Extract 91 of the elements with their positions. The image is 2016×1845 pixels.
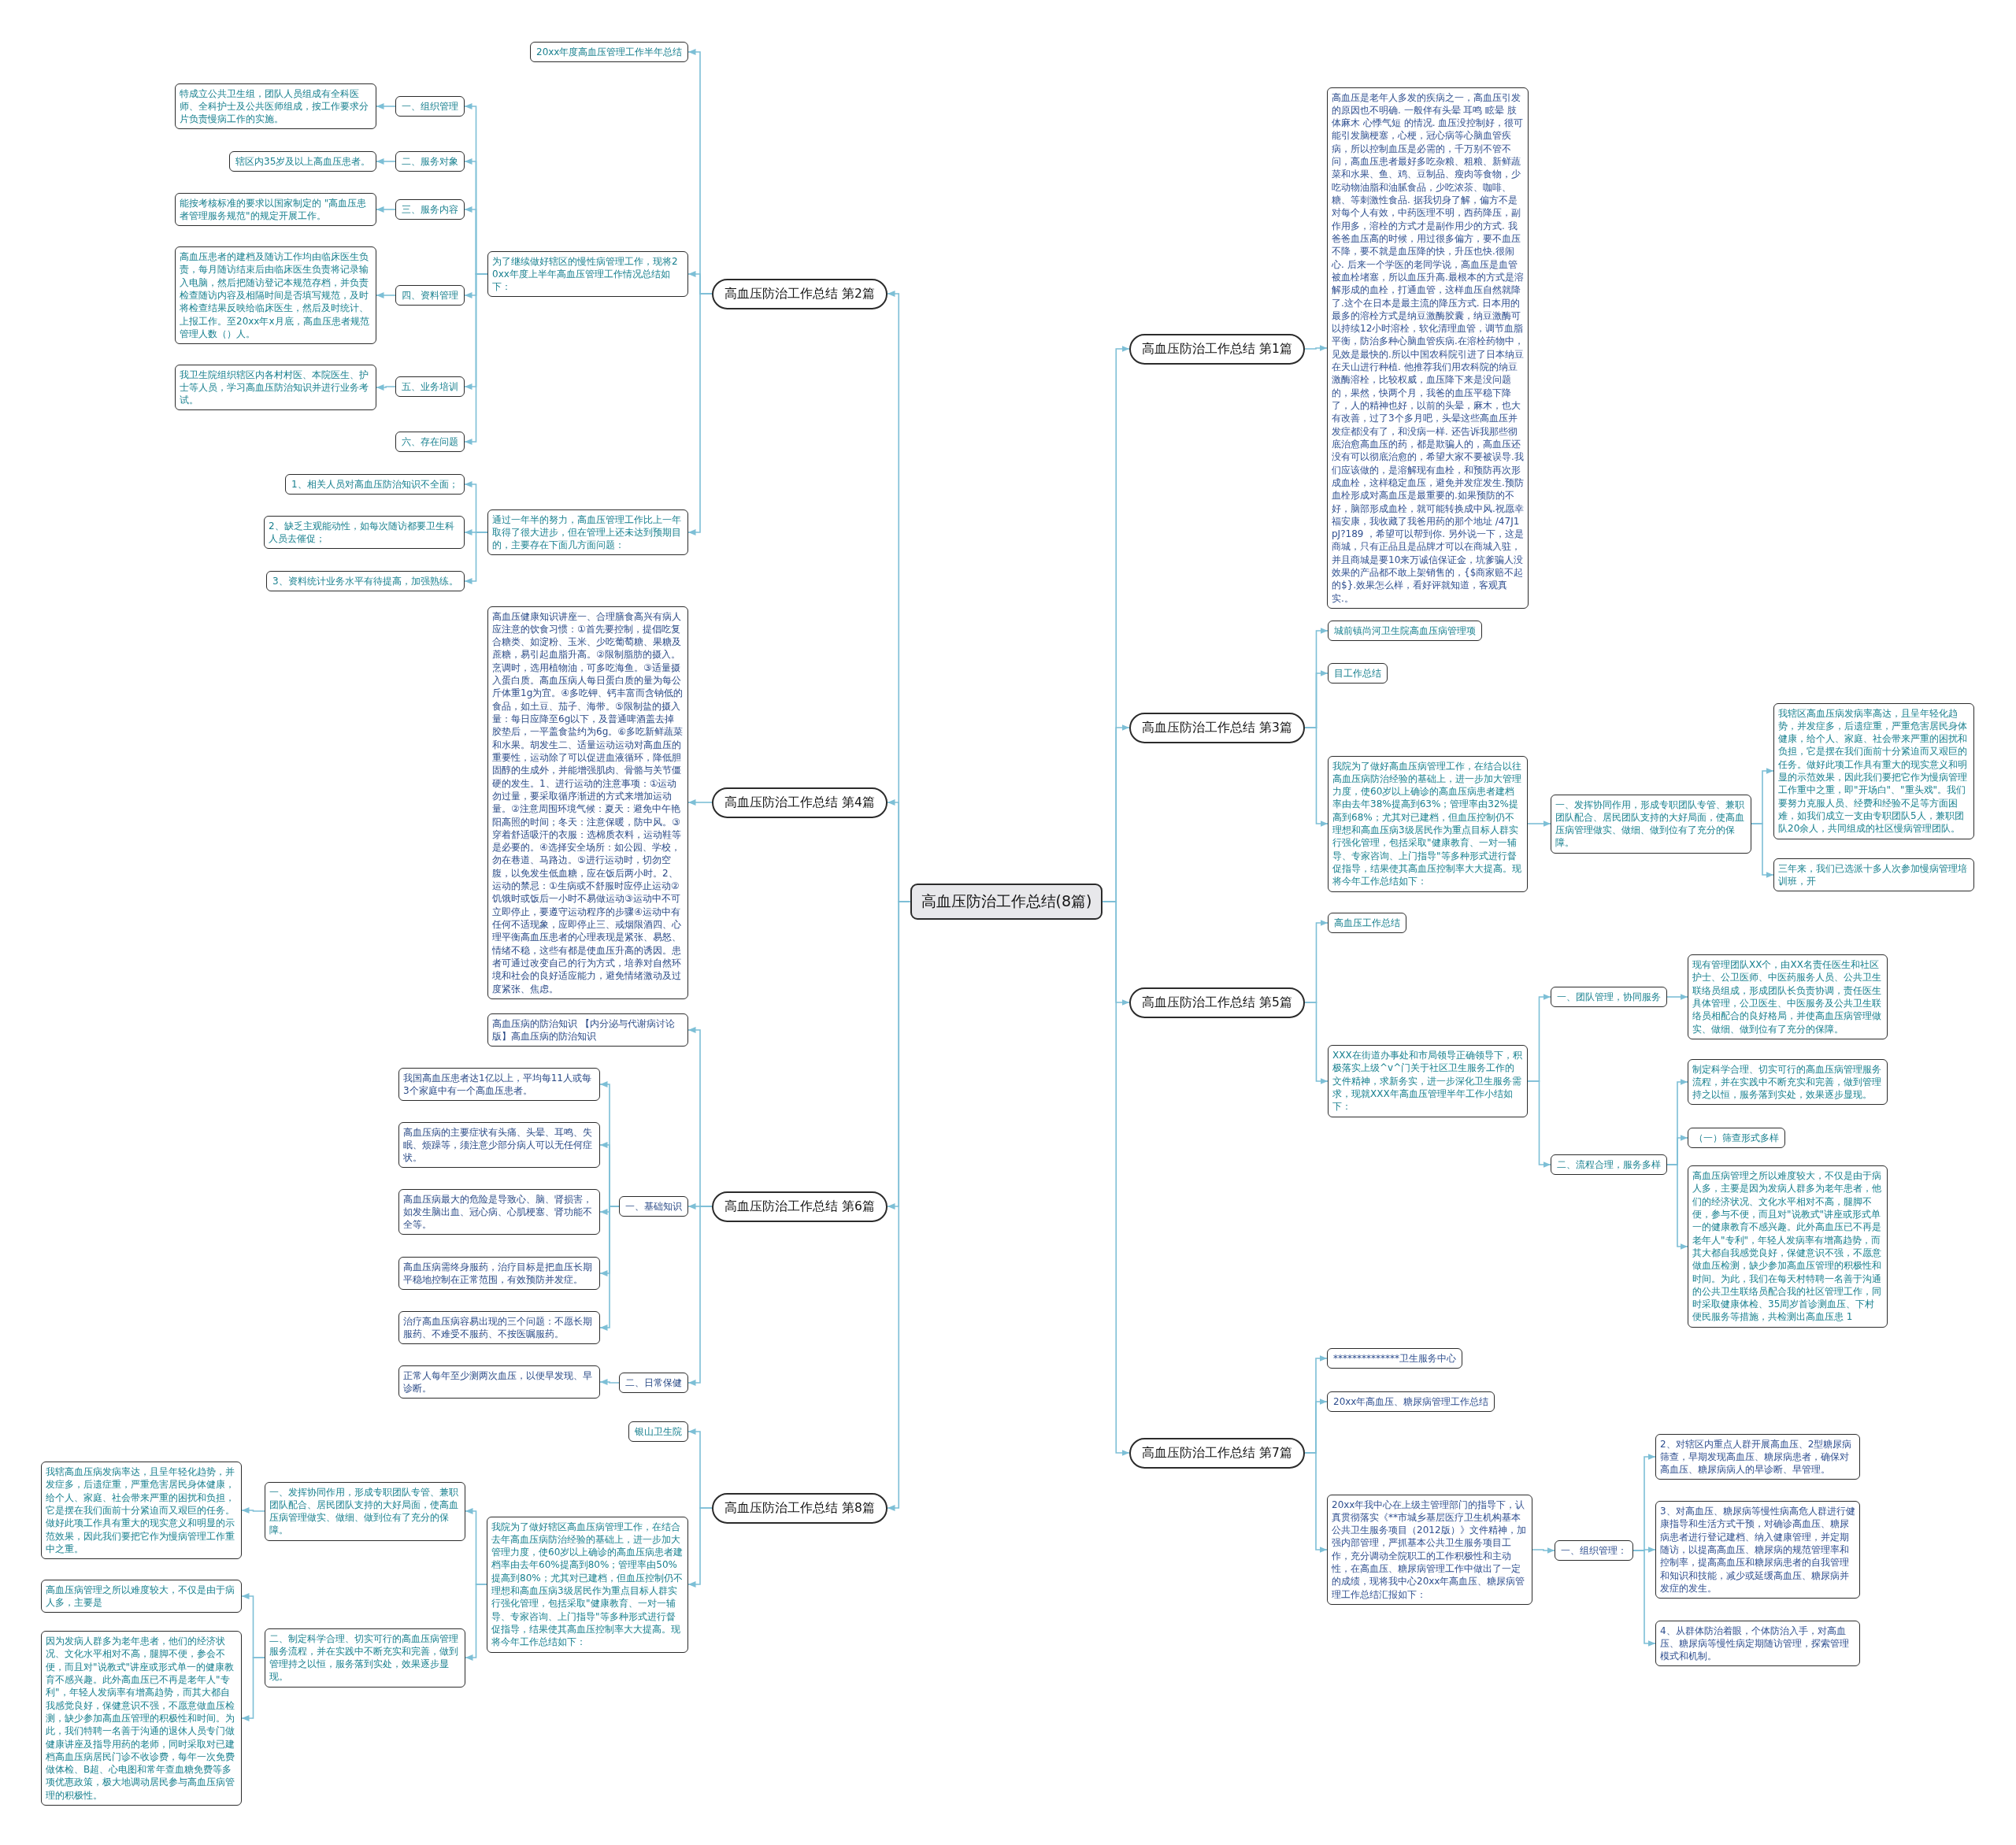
connector-arrow <box>599 1379 620 1385</box>
note-card: 六、存在问题 <box>395 432 465 453</box>
note-card: 我辖区高血压病发病率高达，且呈年轻化趋势，并发症多，后遗症重，严重危害居民身体健康，给个人、家庭、社会带来严重的困扰和负担，它是摆在我们面前十分紧迫而又艰巨的任务。做好此项工作具有重大的现实意义和明显的示范效果，因此我们要把它作为慢病管理工作重中之重，即"开场白"、"重头戏"。我们要努力克服人员、经费和经验不足等方面困难，如我们成立一支由专职团队5人，兼职团队20余人，共同组成的社区慢病管理团队。 <box>1773 702 1974 839</box>
connector-arrow <box>241 1657 265 1721</box>
note-card: 高血压患者的建档及随访工作均由临床医生负责，每月随访结束后由临床医生负责将记录输入电脑，然后把随访登记本规范存档，并负责检查随访内容及相隔时间是否填写规范，及时将检查结果反映给临床医生，然后及时统计、上报工作。至20xx年x月底，高血压患者规范管理人数（）人。 <box>175 246 376 345</box>
note-card: 特成立公共卫生组，团队人员组成有全科医师、全科护士及公共医师组成，按工作要求分片负责慢病工作的实施。 <box>175 83 376 130</box>
central-topic: 高血压防治工作总结(8篇) <box>910 884 1103 920</box>
connector-arrow <box>1304 345 1328 351</box>
connector-arrow <box>1666 1164 1688 1250</box>
note-card: 我卫生院组织辖区内各村村医、本院医生、护士等人员，学习高血压防治知识并进行业务考试。 <box>175 364 376 411</box>
note-card: 20xx年度高血压管理工作半年总结 <box>530 42 689 63</box>
note-card: 高血压病最大的危险是导致心、脑、肾损害，如发生脑出血、冠心病、心肌梗塞、肾功能不全等。 <box>398 1188 600 1236</box>
note-card: 因为发病人群多为老年患者，他们的经济状况、文化水平相对不高，腿脚不便，参会不便，而且对"说教式"讲座或形式单一的健康教育不感兴趣。此外高血压已不再是老年人"专利"，年轻人发病率有增高趋势，而其大都自我感觉良好，保健意识不强，不愿意做血压检测，缺少参加高血压管理的积极性和时间。为此，我们特聘一名善于沟通的退休人员专门做健康讲座及指导用药的老师，同时采取对已建档高血压病居民门诊不收诊费，每年一次免费做体检、B超、心电图和常年查血糖免费等多项优惠政策，极大地调动居民参与高血压病管理的积极性。 <box>41 1631 242 1806</box>
note-card: 我国高血压患者达1亿以上，平均每11人或每3个家庭中有一个高血压患者。 <box>398 1067 600 1102</box>
connector-arrow <box>1304 1452 1328 1553</box>
note-card: 高血压健康知识讲座一、合理膳食高兴有病人应注意的饮食习惯：①首先要控制，提倡吃复合糖类、如淀粉、玉米、少吃葡萄糖、果糖及蔗糖，易引起血脂升高。②限制脂肪的摄入。烹调时，选用植物油，可多吃海鱼。③适量摄入蛋白质。高血压病人每日蛋白质的量为每公斤体重1g为宜。④多吃钾、钙丰富而含钠低的食品，如土豆、茄子、海带。⑤限制盐的摄入量：每日应降至6g以下，及普通啤酒盖去掉胶垫后，一平盖食盐约为6g。⑥多吃新鲜蔬菜和水果。胡发生二、适量运动运动对高血压的重要性，运动除了可以促进血液循环，降低胆固醇的生成外，并能增强肌肉、骨骼与关节僵硬的发生。1、进行运动的注意事项：①运动勿过量，要采取循序渐进的方式来增加运动量。②注意周围环境气候：夏天：避免中午艳阳高照的时间；冬天：注意保暖，防中风。③穿着舒适吸汗的衣服：选棉质衣料，运动鞋等是必要的。④选择安全场所：如公园、学校，勿在巷道、马路边。⑤进行运动时，切勿空腹，以免发生低血糖，应在饭后两小时。2、运动的禁忌：①生病或不舒服时应停止运动②饥饿时或饭后一小时不易做运动③运动中不可立即停止，要遵守运动程序的步骤④运动中有任何不适现象，应即停止三、戒烟限酒四、心理平衡高血压患者的心理表现是紧张、易怒、情绪不稳，这些有都是使血压升高的诱因。患者可通过改变自己的行为方式，培养对自然环境和社会的良好适应能力，避免情绪激动及过度紧张、焦虑。 <box>487 606 688 999</box>
subtopic-card: XXX在街道办事处和市局领导正确领导下，积极落实上级^v^门关于社区卫生服务工作的文件精神，求新务实，进一步深化卫生服务需求，现就XXX年高血压管理半年工作小结如下： <box>1328 1045 1528 1117</box>
note-card: 高血压病的主要症状有头痛、头晕、耳鸣、失眠、烦躁等，须注意少部分病人可以无任何症状。 <box>398 1121 600 1169</box>
note-card: 高血压病管理之所以难度较大，不仅是由于病人多，主要是 <box>41 1579 242 1613</box>
connector-arrow <box>376 292 396 298</box>
note-card: 1、相关人员对高血压防治知识不全面； <box>285 474 465 495</box>
subtopic-card: 一、发挥协同作用，形成专职团队专管、兼职团队配合、居民团队支持的大好局面，使高血压病管理做实、做细、做到位有了充分的保障。 <box>265 1481 465 1541</box>
note-card: 2、缺乏主观能动性，如每次随访都要卫生科人员去催促； <box>264 515 465 550</box>
branch-topic: 高血压防治工作总结 第5篇 <box>1129 987 1305 1018</box>
connector-arrow <box>464 532 488 584</box>
connector-arrow <box>1527 821 1551 827</box>
note-card: 银山卫生院 <box>628 1421 688 1443</box>
connector-arrow <box>1532 1547 1555 1554</box>
connector-arrow <box>1666 994 1688 1000</box>
subtopic-card: 一、基础知识 <box>619 1196 688 1217</box>
note-card: 治疗高血压病容易出现的三个问题：不愿长期服药、不难受不服药、不按医嘱服药。 <box>398 1310 600 1345</box>
note-card: 我辖高血压病发病率达，且呈年轻化趋势，并发症多，后遗症重，严重危害居民身体健康，给个人、家庭、社会带来严重的困扰和负担，它是摆在我们面前十分紧迫而又艰巨的任务。做好此项工作具有重大的现实意义和明显的示范效果，因此我们要把它作为慢病管理工作重中之重。 <box>41 1462 242 1560</box>
branch-topic: 高血压防治工作总结 第7篇 <box>1129 1437 1305 1469</box>
note-card: 3、资料统计业务水平有待提高，加强熟练。 <box>266 571 465 592</box>
connector-arrow <box>687 799 713 806</box>
connector-arrow <box>376 158 396 165</box>
connector-arrow <box>464 273 488 445</box>
connector-arrow <box>465 1584 487 1661</box>
note-card: 高血压是老年人多发的疾病之一，高血压引发的原因也不明确. 一般伴有头晕 耳鸣 眩晕 肢体麻木 心悸气短 的情况. 血压没控制好，很可能引发脑梗塞，心梗，冠心病等心脑血管疾病，所以控制血压是必需的，千万别不管不问，高血压患者最好多吃杂粮、粗粮、新鲜蔬菜和水果、鱼、鸡、豆制品、瘦肉等食物，少吃动物油脂和油腻食品，少吃浓茶、咖啡、糖、等刺激性食品. 据我切身了解，偏方不是对每个人有效，中药医理不明，西药降压，副作用多，溶栓的方式才是副作用少的方式. 我爸爸血压高的时候，用过很多偏方，要不血压不降，要不就是血压降的快，升压也快.很闹心. 后来一个学医的老同学说，高血压是血管被血栓堵塞，所以血压升高.最根本的方式是溶解形成的血栓，打通血管，这样血压自然就降了.这个在日本是最主流的降压方式. 日本用的最多的溶栓方式是纳豆激酶胶囊，纳豆激酶可以持续12小时溶栓，软化清理血管，调节血脂平衡，防治多种心脑血管疾病.在溶栓药物中，见效是最快的.所以中国农科院引进了日本纳豆在天山进行种植. 他推荐我们用农科院的纳豆激酶溶栓，比较权威，血压降下来是没问题的，果然，快两个月，我爸的血压平稳下降了，人的精神也好，以前的头晕，麻木，也大有改善，过了3个多月吧，头晕这些高血压并发症都没有了，和没病一样. 还告诉我那些彻底治愈高血压的药，都是欺骗人的，高血压还没有可以彻底治愈的，希望大家不要被误导.我们应该做的，是溶解现有血栓，和预防再次形成血栓，这样稳定血压，避免并发症发生.预防血栓形成对高血压是最重要的.如果预防的不好，脑部形成血栓，就可能转换成中风.祝愿幸福安康，我收藏了我爸用药的那个地址 /47J1pJ?189 ，希望可以帮到你. 另外说一下，这是商城，只有正品且是品牌才可以在商城入驻，并且商城是要10来万诚信保证金，坑爹骗人没效果的产品都不敢上架销售的，{$商家赔不起的$}.效果怎么样，看好评就知道，客观真实.。 <box>1327 87 1529 609</box>
connector-arrow <box>1751 823 1774 878</box>
note-card: 能按考核标准的要求以国家制定的 "高血压患者管理服务规范"的规定开展工作。 <box>175 192 376 227</box>
connector-arrow <box>1304 1002 1329 1084</box>
branch-topic: 高血压防治工作总结 第8篇 <box>712 1492 888 1524</box>
subtopic-card: 一、发挥协同作用，形成专职团队专管、兼职团队配合、居民团队支持的大好局面，使高血压病管理做实、做细、做到位有了充分的保障。 <box>1551 794 1751 854</box>
connector-arrow <box>1304 727 1329 827</box>
note-card: 正常人每年至少测两次血压，以便早发现、早诊断。 <box>398 1365 600 1399</box>
note-card: 3、对高血压、糖尿病等慢性病高危人群进行健康指导和生活方式干预，对确诊高血压、糖尿病患者进行登记建档、纳入健康管理，并定期随访，以提高高血压、糖尿病的规范管理率和控制率，提高高血压和糖尿病患者的自我管理和知识和技能，减少或延缓高血压、糖尿病并发症的发生。 <box>1655 1501 1860 1599</box>
subtopic-card: 二、日常保健 <box>619 1373 688 1394</box>
branch-topic: 高血压防治工作总结 第4篇 <box>712 787 888 818</box>
note-card: 20xx年高血压、糖尿病管理工作总结 <box>1327 1391 1495 1413</box>
connector-arrow <box>687 1507 713 1588</box>
note-card: 高血压工作总结 <box>1328 913 1406 934</box>
connector-arrow <box>687 293 713 535</box>
note-card: 制定科学合理、切实可行的高血压病管理服务流程，并在实践中不断充实和完善，做到管理持之以恒，服务落到实处，效果逐步显现。 <box>1688 1058 1888 1106</box>
subtopic-card: 通过一年半的努力，高血压管理工作比上一年取得了很大进步，但在管理上还未达到预期目的，主要存在下面几方面问题： <box>487 509 688 556</box>
connector-arrow <box>1527 1080 1551 1168</box>
note-card: 城前镇尚河卫生院高血压病管理项 <box>1328 621 1482 642</box>
connector-arrow <box>1632 1550 1656 1647</box>
connector-arrow <box>687 1206 713 1386</box>
subtopic-card: 二、服务对象 <box>395 151 465 172</box>
note-card: （一）筛查形式多样 <box>1688 1128 1785 1149</box>
subtopic-card: 四、资料管理 <box>395 285 465 306</box>
subtopic-card: 一、团队管理，协同服务 <box>1551 987 1667 1008</box>
subtopic-card: 二、流程合理，服务多样 <box>1551 1154 1667 1176</box>
note-card: 三年来，我们已选派十多人次参加慢病管理培训班，开 <box>1773 858 1974 892</box>
branch-topic: 高血压防治工作总结 第3篇 <box>1129 712 1305 743</box>
branch-topic: 高血压防治工作总结 第2篇 <box>712 278 888 309</box>
note-card: 高血压病需终身服药，治疗目标是把血压长期平稳地控制在正常范围，有效预防并发症。 <box>398 1256 600 1291</box>
note-card: 高血压病管理之所以难度较大，不仅是由于病人多，主要是因为发病人群多为老年患者，他们的经济状况、文化水平相对不高，腿脚不便，参与不便，而且对"说教式"讲座或形式单一的健康教育不感兴趣。此外高血压已不再是老年人"专利"，年轻人发病率有增高趋势，而其大都自我感觉良好，保健意识不强，不愿意做血压检测，缺少参加高血压管理的积极性和时间。为此，我们在每天村特聘一名善于沟通的公共卫生联络员配合我的社区管理工作，同时采取健康体检、35周岁首诊测血压、下村便民服务等措施，共检测出高血压患 1 <box>1688 1165 1888 1328</box>
branch-topic: 高血压防治工作总结 第1篇 <box>1129 333 1305 365</box>
note-card: 4、从群体防治着眼，个体防治入手，对高血压、糖尿病等慢性病定期随访管理，探索管理模式和机制。 <box>1655 1620 1860 1667</box>
subtopic-card: 我院为了做好高血压病管理工作，在结合以往高血压病防治经验的基础上，进一步加大管理力度，使60岁以上确诊的高血压病患者建档率由去年38%提高到63%；管理率由32%提高到68%；尤其对已建档，但血压控制仍不理想和高血压病3级居民作为重点目标人群实行强化管理，包括采取"健康教育、一对一辅导、专家咨询、上门指导"等多种形式进行督促指导，结果使其高血压控制率大大提高。现将今年工作总结如下： <box>1328 755 1528 892</box>
note-card: 2、对辖区内重点人群开展高血压、2型糖尿病筛查，早期发现高血压、糖尿病患者，确保对高血压、糖尿病病人的早诊断、早管理。 <box>1655 1433 1860 1480</box>
subtopic-card: 五、业务培训 <box>395 376 465 398</box>
subtopic-card: 20xx年我中心在上级主管理部门的指导下，认真贯彻落实《**市城乡基层医疗卫生机构基本公共卫生服务项目（2012版）》文件精神，加强内部管理，严抓基本公共卫生服务项目工作，充分调动全院职工的工作积极性和主动性，在高血压、糖尿病管理工作中做出了一定的成绩，现将我中心20xx年高血压、糖尿病管理工作总结汇报如下： <box>1327 1494 1532 1605</box>
subtopic-card: 一、组织管理 <box>395 96 465 117</box>
note-card: **************卫生服务中心 <box>1327 1348 1462 1369</box>
subtopic-card: 我院为了做好辖区高血压病管理工作，在结合去年高血压病防治经验的基础上，进一步加大管理力度，使60岁以上确诊的高血压病患者建档率由去年60%提高到80%；管理率由50%提高到80%；尤其对已建档，但血压控制仍不理想和高血压病3级居民作为重点目标人群实行强化管理，包括采取"健康教育、一对一辅导、专家咨询、上门指导"等多种形式进行督促指导，结果使其高血压控制率大大提高。现将今年工作总结如下： <box>487 1516 688 1653</box>
connector-arrow <box>376 384 396 391</box>
subtopic-card: 为了继续做好辖区的慢性病管理工作，现将20xx年度上半年高血压管理工作情况总结如下： <box>487 250 688 298</box>
note-card: 目工作总结 <box>1328 663 1388 684</box>
note-card: 辖区内35岁及以上高血压患者。 <box>229 151 377 172</box>
note-card: 高血压病的防治知识 【内分泌与代谢病讨论版】高血压病的防治知识 <box>487 1013 688 1047</box>
connector-arrow <box>376 206 396 213</box>
connector-arrow <box>241 1507 265 1513</box>
subtopic-card: 二、制定科学合理、切实可行的高血压病管理服务流程，并在实践中不断充实和完善，做到管理持之以恒，服务落到实处，效果逐步显现。 <box>265 1628 465 1688</box>
branch-topic: 高血压防治工作总结 第6篇 <box>712 1191 888 1222</box>
subtopic-card: 一、组织管理： <box>1555 1540 1633 1562</box>
connector-arrow <box>376 103 396 109</box>
note-card: 现有管理团队XX个，由XX名责任医生和社区护士、公卫医师、中医药服务人员、公共卫生联络员组成，形成团队长负责协调，责任医生具体管理，公卫医生、中医服务及公共卫生联络员相配合的良好格局，并使高血压病管理做实、做细、做到位有了充分的保障。 <box>1688 954 1888 1039</box>
subtopic-card: 三、服务内容 <box>395 199 465 220</box>
